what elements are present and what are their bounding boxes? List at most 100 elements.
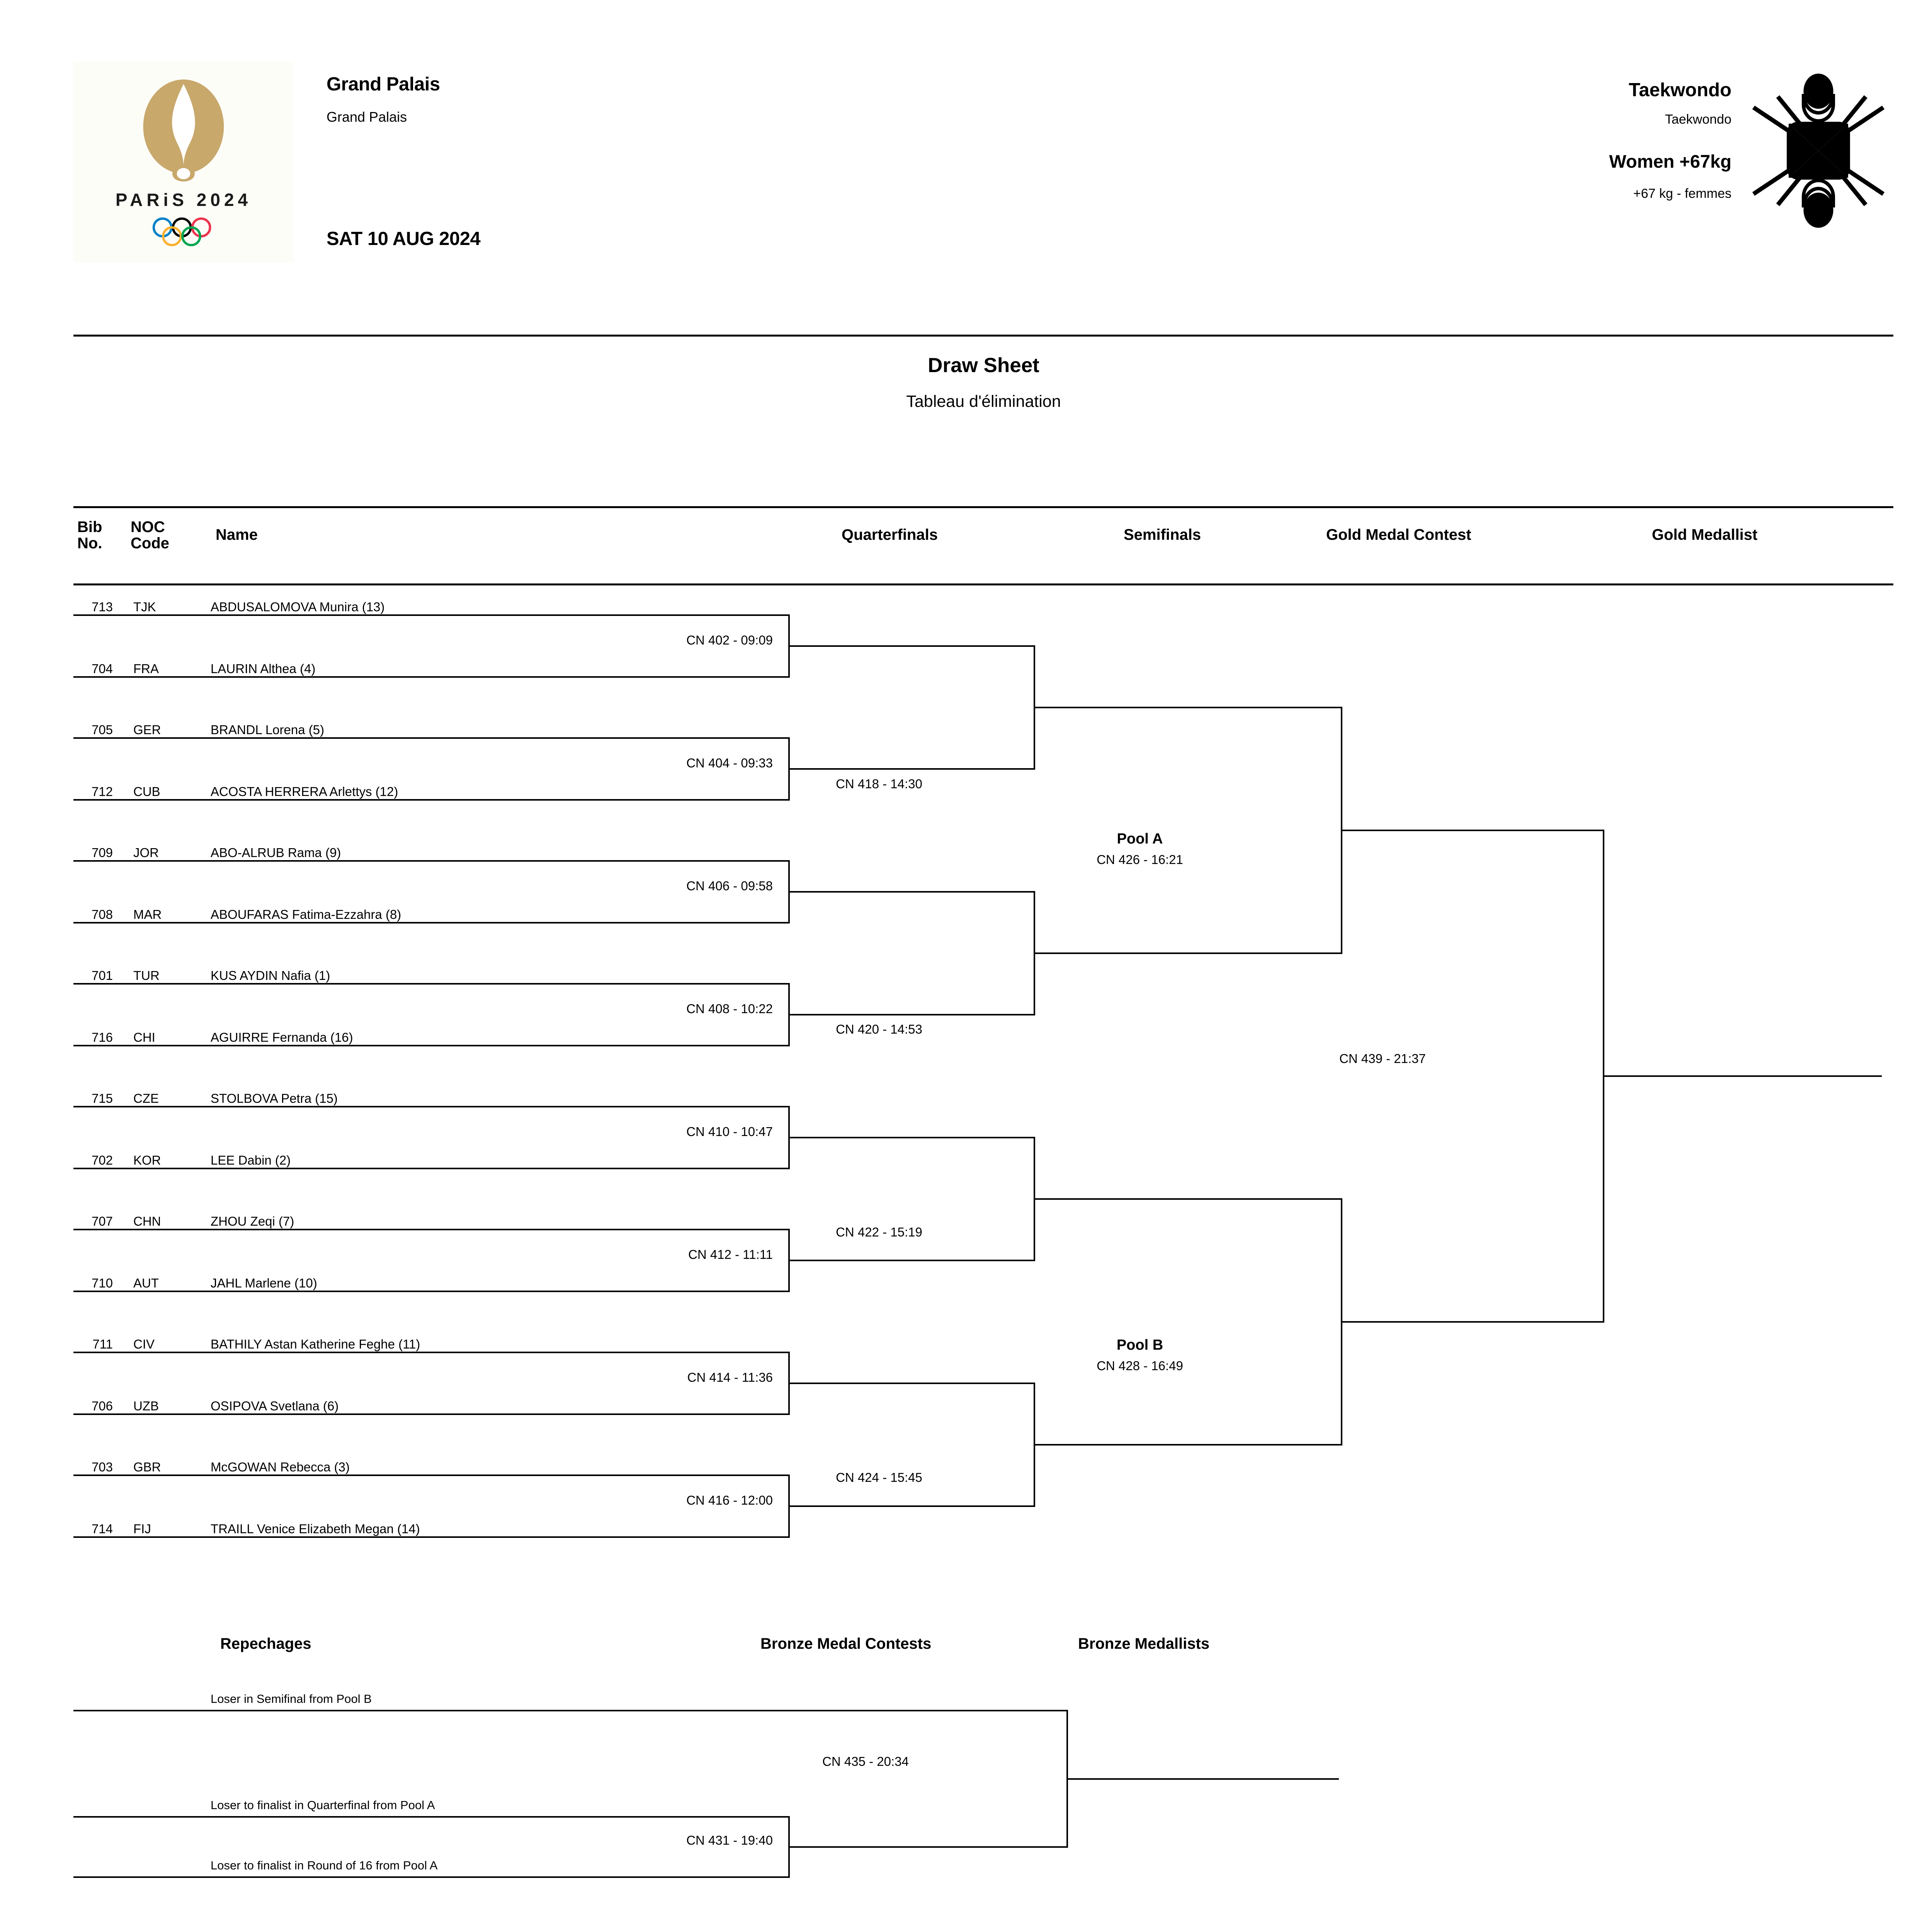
r16-output-stub	[788, 1014, 831, 1015]
r16-contest-number: CN 416 - 12:00	[686, 1493, 773, 1507]
final-branch-bottom	[1383, 1321, 1603, 1323]
bronze-medallists-heading: Bronze Medallists	[1078, 1635, 1210, 1652]
qf-branch-bottom	[831, 1260, 1034, 1261]
column-header-gold-medallist: Gold Medallist	[1652, 526, 1758, 543]
r16-output-stub	[788, 1383, 831, 1384]
athlete-underline	[73, 1045, 788, 1046]
column-header-noc-l1: NOC	[131, 519, 165, 536]
repechage-entry-label: Loser in Semifinal from Pool B	[211, 1692, 372, 1706]
athlete-name: LEE Dabin (2)	[211, 1153, 291, 1167]
athlete-noc: AUT	[133, 1276, 159, 1290]
athlete-underline	[73, 1475, 788, 1476]
r16-output-stub	[788, 1137, 831, 1138]
header-divider	[73, 335, 1893, 337]
gold-medallist-line	[1603, 1075, 1882, 1077]
athlete-bib: 708	[91, 907, 113, 922]
semifinal-contest-number: CN 428 - 16:49	[1097, 1359, 1183, 1373]
sf-output-stub	[1341, 830, 1383, 831]
qf-branch-top	[831, 645, 1034, 647]
athlete-underline	[73, 737, 788, 739]
athlete-bib: 709	[91, 845, 113, 860]
athlete-name: OSIPOVA Svetlana (6)	[211, 1399, 339, 1413]
athlete-bib: 707	[91, 1214, 113, 1228]
athlete-noc: CZE	[133, 1091, 159, 1105]
qf-branch-top	[831, 1383, 1034, 1384]
repechage-entry-label: Loser to finalist in Quarterfinal from P…	[211, 1798, 435, 1812]
r16-contest-number: CN 408 - 10:22	[686, 1002, 773, 1016]
athlete-underline	[73, 860, 788, 862]
repechage-entry-label: Loser to finalist in Round of 16 from Po…	[211, 1859, 438, 1872]
column-header-band	[73, 506, 1893, 585]
qf-branch-top	[831, 1137, 1034, 1138]
column-header-quarterfinals: Quarterfinals	[842, 526, 938, 543]
athlete-noc: KOR	[133, 1153, 161, 1167]
column-header-bib-l1: Bib	[77, 519, 102, 536]
athlete-underline	[73, 1352, 788, 1353]
athlete-noc: CHI	[133, 1030, 155, 1044]
athlete-underline	[73, 799, 788, 801]
bronze-medallist-line	[1066, 1778, 1339, 1780]
athlete-name: KUS AYDIN Nafia (1)	[211, 968, 330, 983]
qf-contest-number: CN 418 - 14:30	[836, 777, 922, 791]
qf-contest-number: CN 424 - 15:45	[836, 1470, 922, 1485]
r16-contest-number: CN 404 - 09:33	[686, 756, 773, 770]
r16-output-stub	[788, 891, 831, 893]
athlete-bib: 701	[91, 968, 113, 983]
sport-name-secondary: Taekwondo	[1665, 112, 1731, 127]
paris2024-flame-icon	[143, 79, 224, 182]
bronze-medal-contests-heading: Bronze Medal Contests	[760, 1635, 932, 1652]
page-title: Draw Sheet	[928, 354, 1039, 377]
athlete-underline	[73, 1106, 788, 1107]
repechage-output-stub	[788, 1846, 831, 1848]
column-header-noc-l2: Code	[131, 535, 169, 552]
sf-branch-bottom	[1076, 952, 1341, 954]
athlete-name: JAHL Marlene (10)	[211, 1276, 317, 1290]
bronze-branch-lower	[831, 1846, 1066, 1848]
athlete-noc: GER	[133, 723, 161, 737]
athlete-underline	[73, 983, 788, 985]
athlete-bib: 716	[91, 1030, 113, 1044]
semifinal-pool-label: Pool A	[1117, 831, 1163, 847]
athlete-bib: 702	[91, 1153, 113, 1167]
final-branch-top	[1383, 830, 1603, 831]
athlete-bib: 710	[91, 1276, 113, 1290]
qf-output-stub	[1034, 707, 1076, 708]
athlete-bib: 713	[91, 600, 113, 614]
qf-branch-bottom	[831, 1505, 1034, 1507]
paris2024-wordmark: PARiS 2024	[115, 190, 252, 210]
qf-contest-number: CN 422 - 15:19	[836, 1225, 922, 1239]
page-subtitle: Tableau d'élimination	[906, 392, 1061, 411]
athlete-name: BATHILY Astan Katherine Feghe (11)	[211, 1337, 420, 1351]
qf-output-stub	[1034, 952, 1076, 954]
athlete-noc: MAR	[133, 907, 162, 922]
athlete-noc: TUR	[133, 968, 160, 983]
qf-contest-number: CN 420 - 14:53	[836, 1022, 922, 1036]
olympic-rings-icon	[152, 217, 211, 247]
qf-branch-bottom	[831, 768, 1034, 770]
semifinal-pool-label: Pool B	[1116, 1337, 1163, 1353]
taekwondo-pictogram-icon	[1752, 73, 1885, 228]
event-name-secondary: +67 kg - femmes	[1633, 186, 1731, 201]
athlete-noc: JOR	[133, 845, 159, 860]
r16-output-stub	[788, 645, 831, 647]
athlete-bib: 703	[91, 1460, 113, 1474]
athlete-noc: FRA	[133, 662, 159, 676]
repechage-entry-underline	[73, 1876, 788, 1878]
sf-branch-top	[1076, 1198, 1341, 1200]
athlete-name: AGUIRRE Fernanda (16)	[211, 1030, 353, 1044]
athlete-name: McGOWAN Rebecca (3)	[211, 1460, 350, 1474]
athlete-name: TRAILL Venice Elizabeth Megan (14)	[211, 1522, 420, 1536]
repechage-entry-underline	[73, 1816, 788, 1818]
venue-name-secondary: Grand Palais	[327, 109, 407, 125]
qf-output-stub	[1034, 1198, 1076, 1200]
sport-name: Taekwondo	[1629, 80, 1731, 100]
athlete-noc: GBR	[133, 1460, 161, 1474]
venue-name: Grand Palais	[327, 74, 440, 95]
athlete-underline	[73, 614, 788, 616]
r16-contest-number: CN 406 - 09:58	[686, 879, 773, 893]
athlete-bib: 704	[91, 662, 113, 676]
r16-contest-number: CN 414 - 11:36	[687, 1370, 773, 1384]
sf-branch-bottom	[1076, 1444, 1341, 1446]
r16-output-stub	[788, 768, 831, 770]
session-date: SAT 10 AUG 2024	[327, 228, 481, 249]
